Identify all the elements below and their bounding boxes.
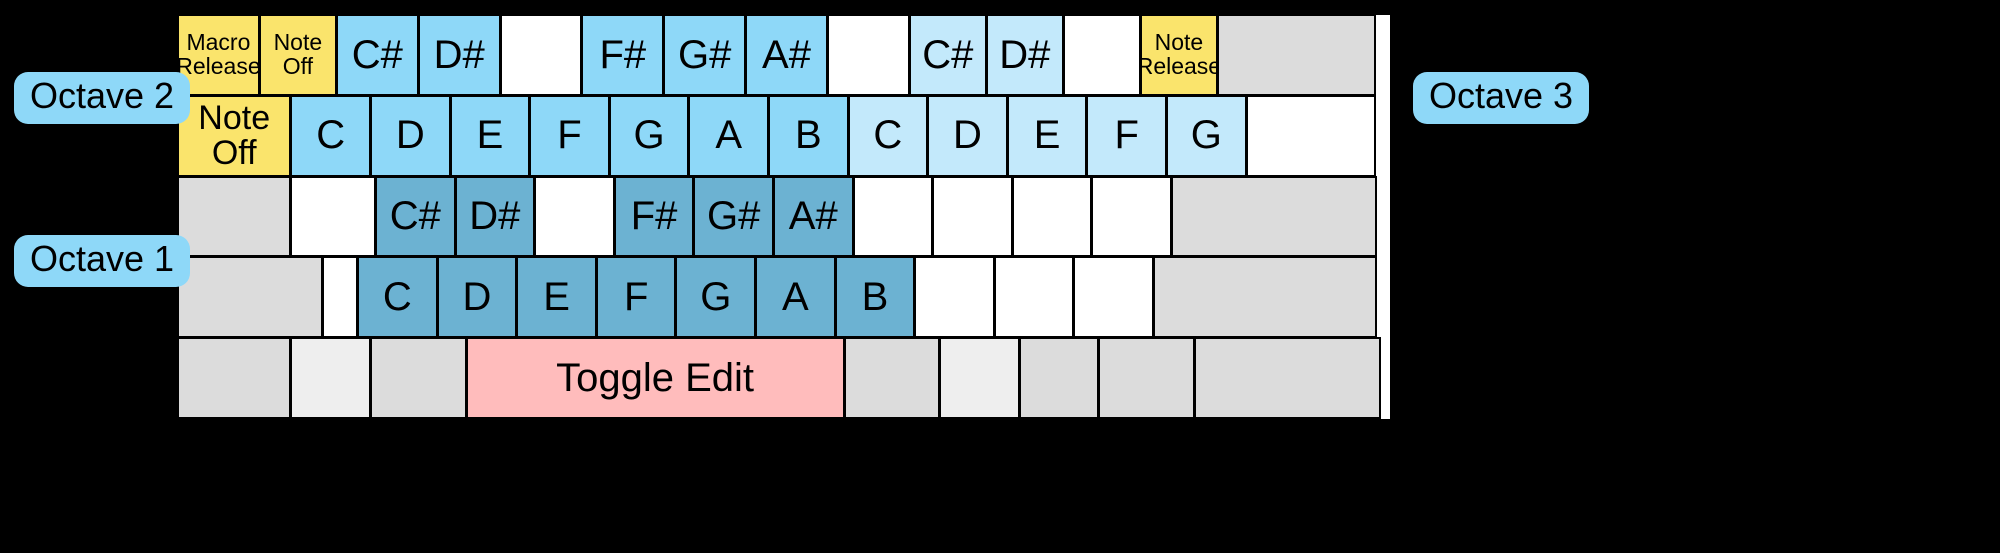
key-d[interactable]: D (436, 256, 518, 339)
key-blank (1153, 256, 1377, 339)
key-blank (993, 256, 1075, 339)
key-csharp[interactable]: C# (335, 14, 419, 96)
key-e[interactable]: E (516, 256, 597, 339)
key-c[interactable]: C (357, 256, 438, 339)
key-asharp[interactable]: A# (745, 14, 828, 96)
key-blank (852, 175, 934, 258)
key-g[interactable]: G (608, 94, 690, 177)
key-blank (322, 256, 359, 339)
key-macro-release[interactable]: Macro Release (177, 14, 260, 96)
octave-1-label: Octave 1 (14, 235, 191, 287)
key-toggle-edit[interactable]: Toggle Edit (465, 337, 845, 419)
key-d[interactable]: D (370, 94, 451, 177)
key-blank (290, 337, 372, 419)
key-blank (1073, 256, 1155, 339)
key-gsharp[interactable]: G# (663, 14, 747, 96)
key-blank (826, 14, 910, 96)
key-note-release[interactable]: Note Release (1139, 14, 1218, 96)
key-g[interactable]: G (1165, 94, 1247, 177)
key-c[interactable]: C (847, 94, 929, 177)
key-blank (290, 175, 376, 258)
key-blank (1018, 337, 1100, 419)
key-d[interactable]: D (927, 94, 1008, 177)
row-octave1-sharps: C#D# F#G#A# (177, 175, 1390, 258)
key-blank (177, 256, 324, 339)
key-blank (1091, 175, 1172, 258)
key-a[interactable]: A (688, 94, 769, 177)
key-e[interactable]: E (449, 94, 531, 177)
key-blank (499, 14, 583, 96)
key-b[interactable]: B (834, 256, 916, 339)
key-blank (1062, 14, 1141, 96)
key-blank (534, 175, 615, 258)
key-e[interactable]: E (1006, 94, 1088, 177)
key-blank (1193, 337, 1381, 419)
key-a[interactable]: A (755, 256, 836, 339)
key-f[interactable]: F (529, 94, 610, 177)
key-note-off[interactable]: Note Off (177, 94, 292, 177)
key-blank (1216, 14, 1376, 96)
key-b[interactable]: B (767, 94, 849, 177)
key-blank (370, 337, 467, 419)
key-f[interactable]: F (1086, 94, 1167, 177)
key-fsharp[interactable]: F# (613, 175, 695, 258)
row-toggle: Toggle Edit (177, 337, 1390, 419)
key-note-off[interactable]: Note Off (258, 14, 337, 96)
key-blank (932, 175, 1013, 258)
key-dsharp[interactable]: D# (417, 14, 501, 96)
key-blank (1245, 94, 1376, 177)
key-fsharp[interactable]: F# (581, 14, 665, 96)
key-blank (939, 337, 1020, 419)
key-blank (843, 337, 941, 419)
key-blank (1098, 337, 1195, 419)
key-blank (914, 256, 995, 339)
key-c[interactable]: C (290, 94, 372, 177)
key-dsharp[interactable]: D# (985, 14, 1064, 96)
key-blank (177, 175, 292, 258)
key-dsharp[interactable]: D# (454, 175, 536, 258)
key-csharp[interactable]: C# (908, 14, 987, 96)
key-gsharp[interactable]: G# (693, 175, 774, 258)
key-csharp[interactable]: C# (374, 175, 456, 258)
key-asharp[interactable]: A# (772, 175, 854, 258)
key-blank (177, 337, 292, 419)
key-g[interactable]: G (675, 256, 757, 339)
key-blank (1170, 175, 1377, 258)
key-f[interactable]: F (595, 256, 677, 339)
octave-3-label: Octave 3 (1413, 72, 1590, 124)
key-blank (1011, 175, 1093, 258)
octave-2-label: Octave 2 (14, 72, 191, 124)
